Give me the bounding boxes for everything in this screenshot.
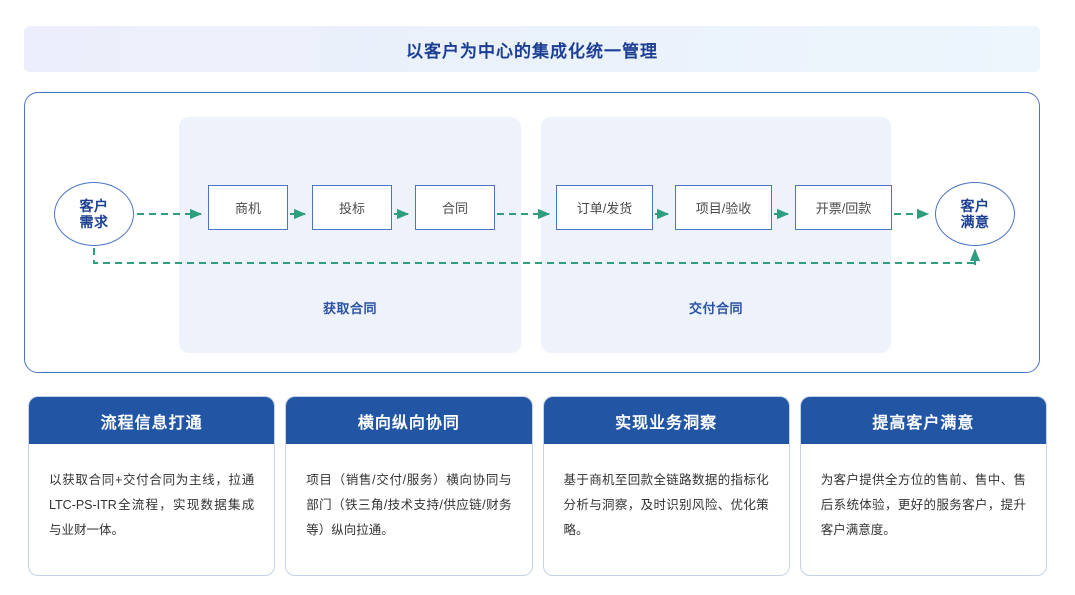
benefit-card-business-insight[interactable]: 实现业务洞察 基于商机至回款全链路数据的指标化分析与洞察，及时识别风险、优化策略… xyxy=(542,396,790,576)
benefit-card-header: 流程信息打通 xyxy=(29,397,275,444)
benefit-card-body: 基于商机至回款全链路数据的指标化分析与洞察，及时识别风险、优化策略。 xyxy=(563,473,769,537)
flow-step-contract[interactable]: 合同 xyxy=(415,185,495,230)
benefit-card-header: 提高客户满意 xyxy=(800,397,1046,444)
flow-node-customer-satisfaction-line1: 客户 xyxy=(960,197,990,214)
benefit-card-body: 以获取合同+交付合同为主线，拉通LTC-PS-ITR全流程，实现数据集成与业财一… xyxy=(49,473,255,537)
flow-step-invoice-payment[interactable]: 开票/回款 xyxy=(795,185,892,230)
flow-step-bidding[interactable]: 投标 xyxy=(312,185,392,230)
feedback-line xyxy=(93,248,975,264)
benefit-card-title: 横向纵向协同 xyxy=(357,414,460,432)
benefit-card-collaboration[interactable]: 横向纵向协同 项目（销售/交付/服务）横向协同与部门（铁三角/技术支持/供应链/… xyxy=(285,396,533,576)
flow-step-invoice-payment-label: 开票/回款 xyxy=(815,201,872,216)
flow-step-order-shipment-label: 订单/发货 xyxy=(576,201,633,216)
benefit-card-header: 实现业务洞察 xyxy=(543,397,789,444)
flow-step-order-shipment[interactable]: 订单/发货 xyxy=(556,185,653,230)
group-panel-deliver: 交付合同 xyxy=(541,117,891,353)
flow-arrows xyxy=(93,208,981,265)
benefit-card-title: 提高客户满意 xyxy=(872,414,975,432)
flow-node-customer-satisfaction-line2: 满意 xyxy=(960,214,990,230)
benefit-cards: 流程信息打通 以获取合同+交付合同为主线，拉通LTC-PS-ITR全流程，实现数… xyxy=(28,396,1047,576)
flow-node-customer-demand-line1: 客户 xyxy=(79,197,109,214)
group-label-deliver: 交付合同 xyxy=(688,301,743,316)
flow-node-customer-demand[interactable]: 客户 需求 xyxy=(54,182,134,246)
process-flow-container: 获取合同 交付合同 xyxy=(24,92,1040,373)
flow-step-project-acceptance-label: 项目/验收 xyxy=(695,201,752,216)
flow-step-opportunity[interactable]: 商机 xyxy=(208,185,288,230)
page-title: 以客户为中心的集成化统一管理 xyxy=(406,41,658,61)
flow-step-contract-label: 合同 xyxy=(441,201,468,216)
benefit-card-body: 项目（销售/交付/服务）横向协同与部门（铁三角/技术支持/供应链/财务等）纵向拉… xyxy=(306,473,512,537)
benefit-card-body: 为客户提供全方位的售前、售中、售后系统体验，更好的服务客户，提升客户满意度。 xyxy=(820,473,1026,537)
flow-step-opportunity-label: 商机 xyxy=(234,201,261,216)
benefit-card-title: 实现业务洞察 xyxy=(615,414,718,432)
flow-node-customer-demand-line2: 需求 xyxy=(79,214,109,230)
benefit-card-customer-satisfaction[interactable]: 提高客户满意 为客户提供全方位的售前、售中、售后系统体验，更好的服务客户，提升客… xyxy=(799,396,1047,576)
benefit-card-process-integration[interactable]: 流程信息打通 以获取合同+交付合同为主线，拉通LTC-PS-ITR全流程，实现数… xyxy=(28,396,276,576)
group-panel-acquire: 获取合同 xyxy=(179,117,521,353)
flow-node-customer-satisfaction[interactable]: 客户 满意 xyxy=(935,182,1015,246)
flow-step-bidding-label: 投标 xyxy=(338,201,365,216)
flow-step-project-acceptance[interactable]: 项目/验收 xyxy=(675,185,772,230)
benefit-card-title: 流程信息打通 xyxy=(100,414,203,432)
group-label-acquire: 获取合同 xyxy=(322,301,377,316)
header-banner: 以客户为中心的集成化统一管理 xyxy=(24,26,1040,72)
benefit-card-header: 横向纵向协同 xyxy=(286,397,532,444)
